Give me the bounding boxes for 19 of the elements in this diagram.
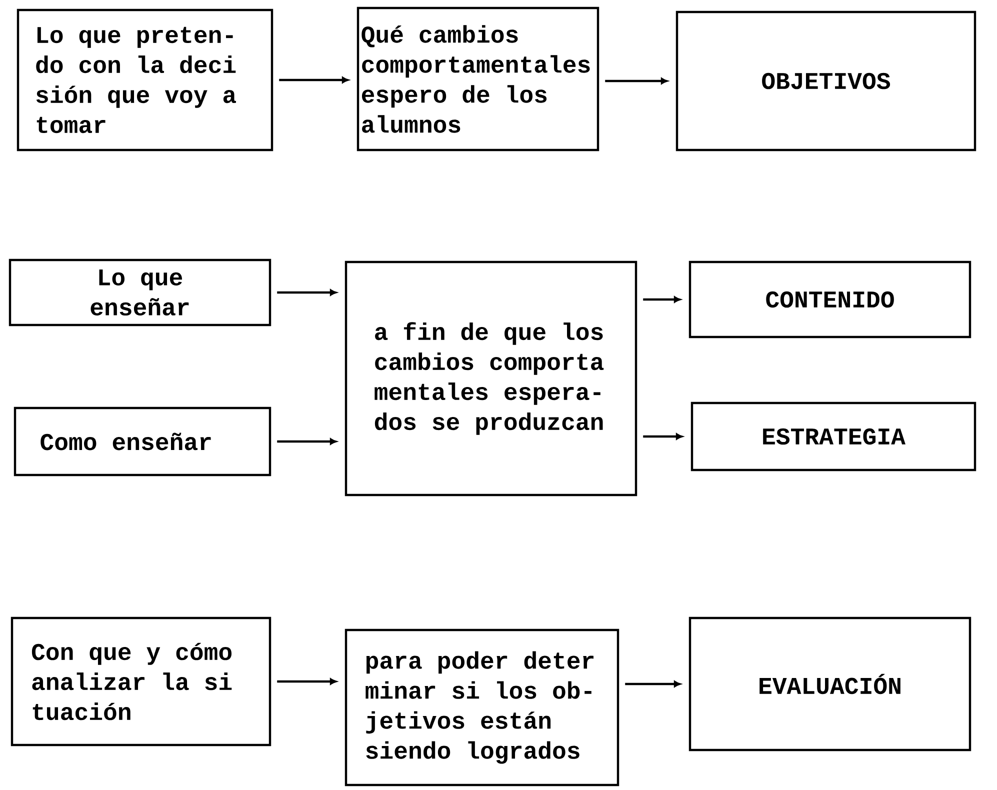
text-box: Qué cambios comportamentales espero de los alumnos xyxy=(356,6,600,152)
arrow xyxy=(625,680,681,688)
text-box: a fin de que los cambios comporta mentales espera- dos se produzcan xyxy=(344,260,638,496)
text-box: CONTENIDO xyxy=(688,260,972,338)
text-box: EVALUACIÓN xyxy=(688,616,972,752)
arrow xyxy=(279,76,349,84)
arrow xyxy=(605,78,668,84)
text-box: OBJETIVOS xyxy=(676,10,976,152)
text-box: ESTRATEGIA xyxy=(690,402,976,472)
text-box: Como enseñar xyxy=(14,406,272,476)
arrow xyxy=(277,438,337,445)
text-box: Lo que preten- do con la deci sión que voy a tomar xyxy=(16,8,274,152)
text-box: Con que y cómo analizar la si tuación xyxy=(10,616,272,746)
arrow xyxy=(277,678,337,685)
arrow xyxy=(643,433,683,440)
arrow xyxy=(277,289,337,296)
text-box: para poder deter minar si los ob- jetivos están siendo logrados xyxy=(344,628,620,786)
text-box: Lo que enseñar xyxy=(8,258,272,326)
arrow xyxy=(643,296,681,303)
